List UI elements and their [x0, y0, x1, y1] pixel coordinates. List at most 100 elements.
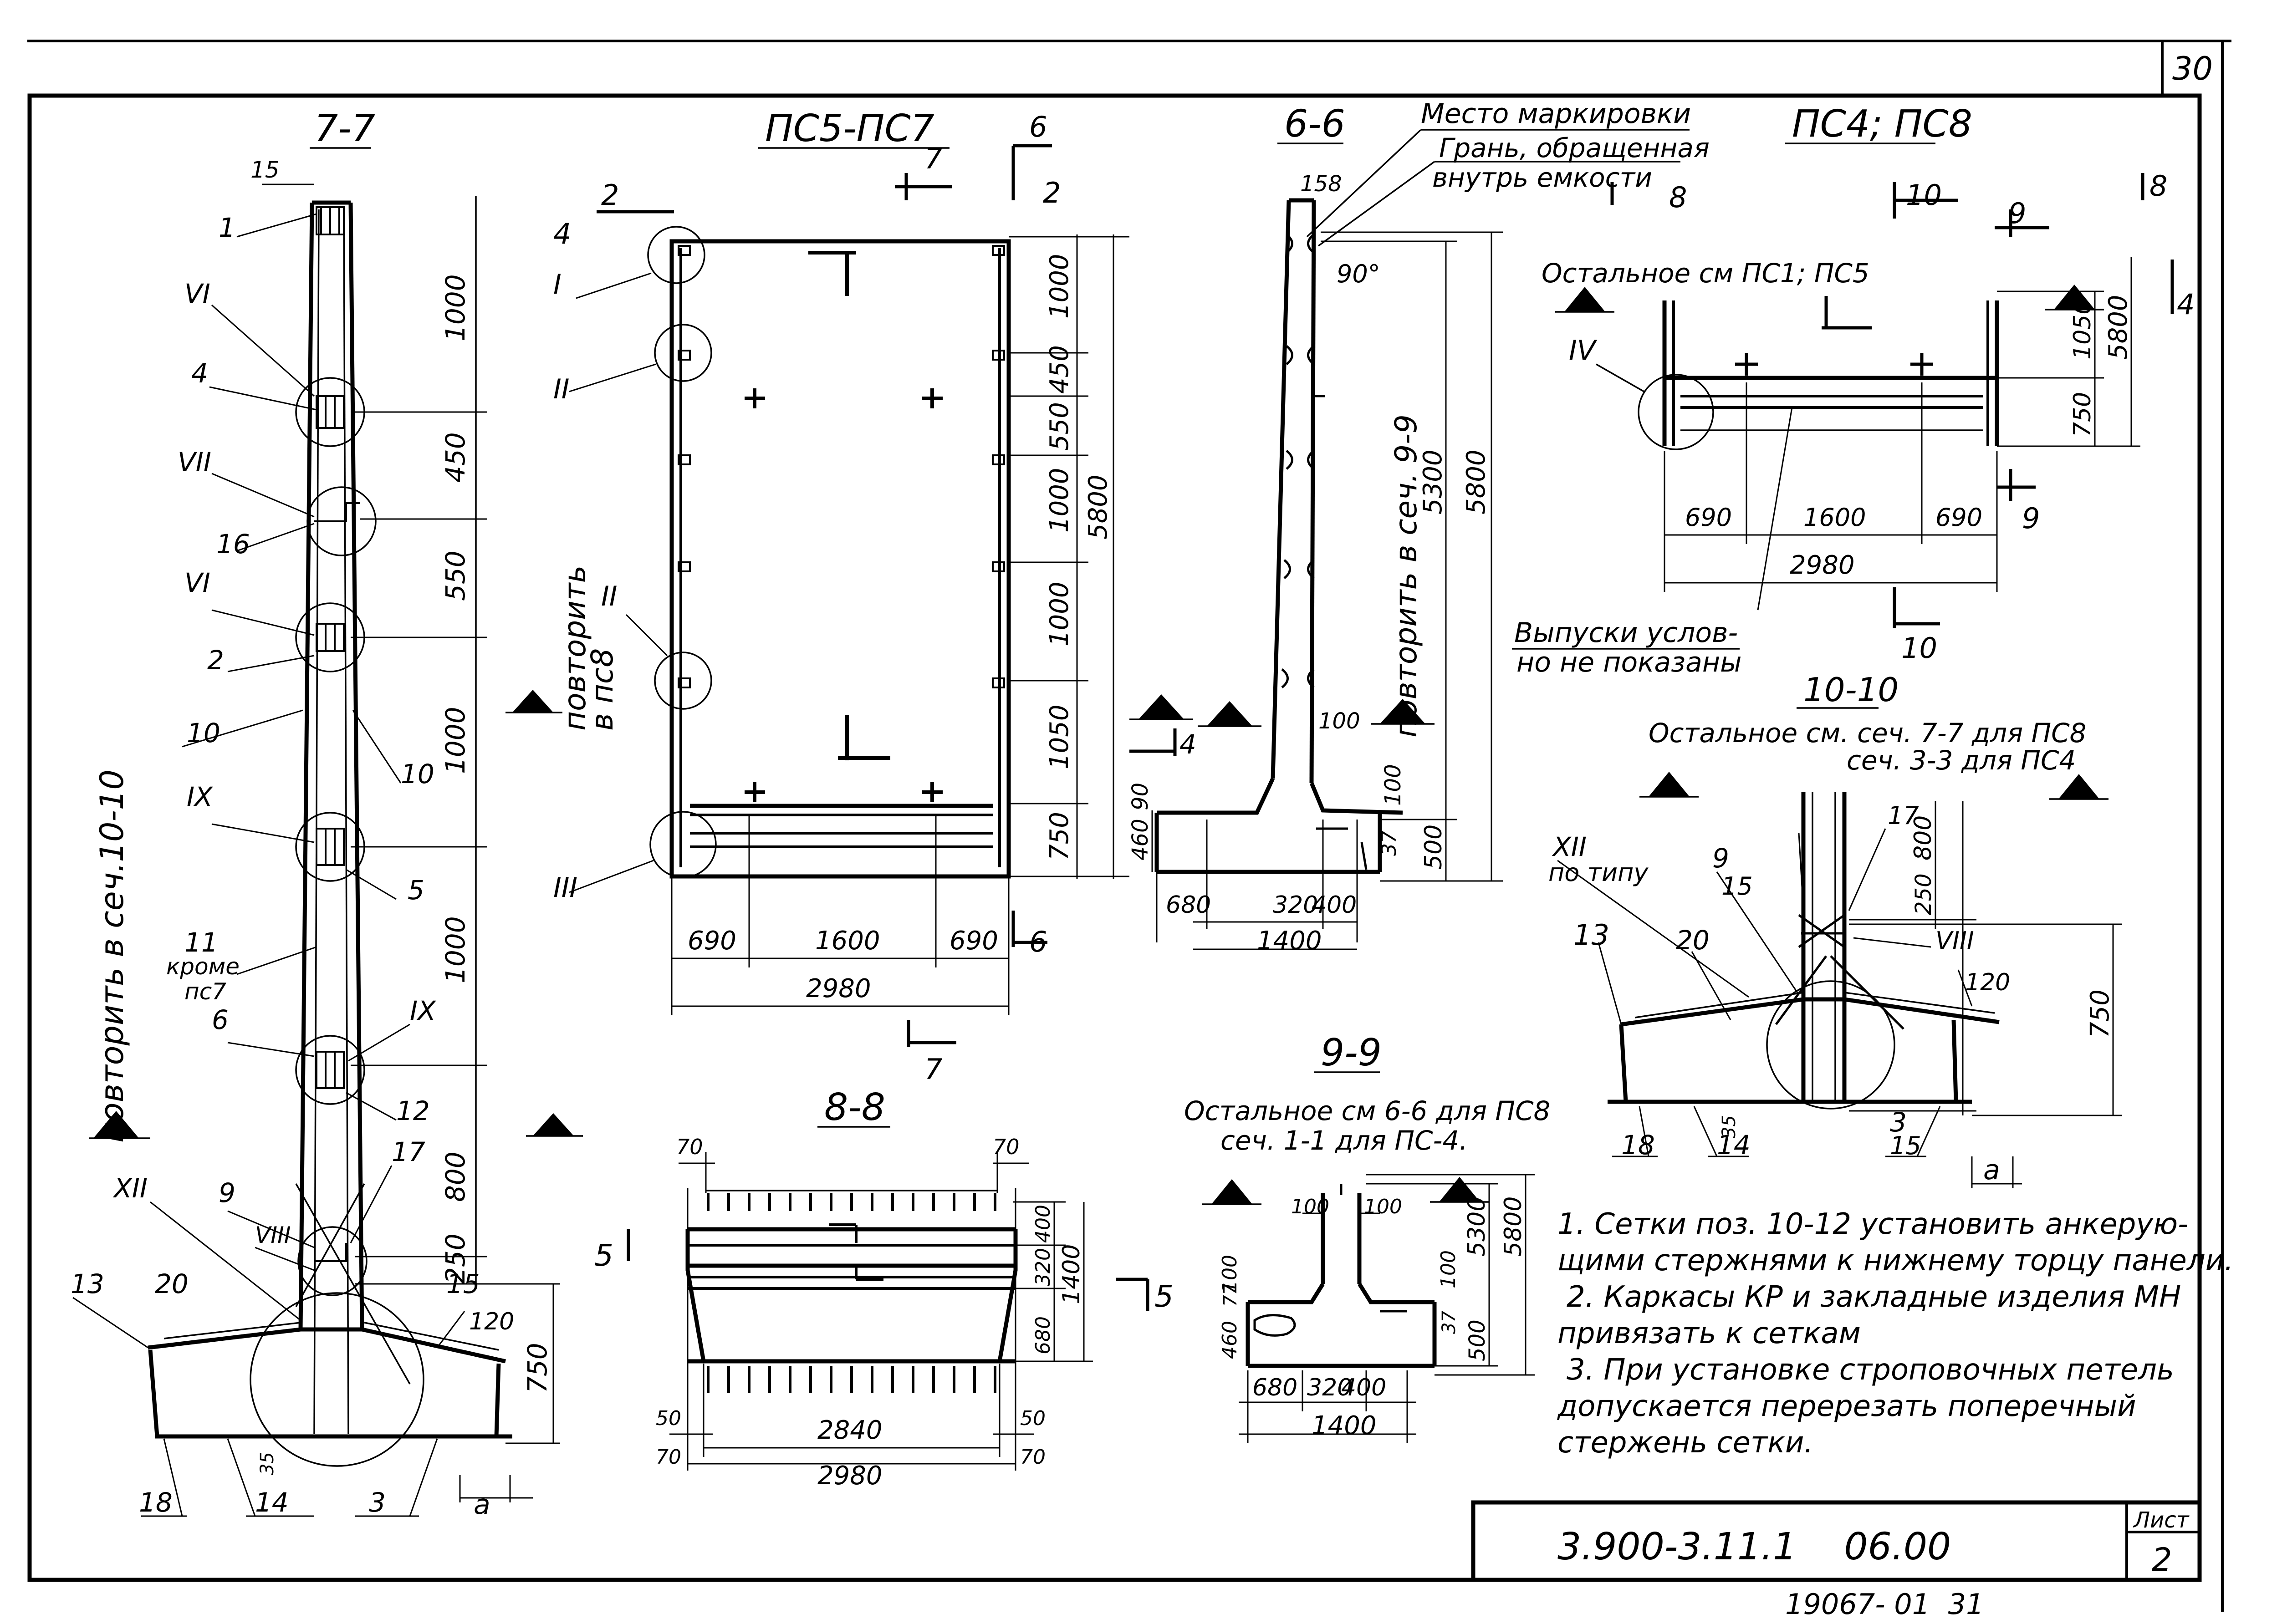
cut-marker: 7 [924, 142, 942, 175]
dim: 1600 [1803, 503, 1866, 532]
label: 120 [1965, 969, 2010, 996]
label: 18 [139, 1487, 173, 1518]
dim: 70 [656, 1446, 681, 1469]
dim: 680 [1252, 1374, 1297, 1401]
general-notes: 1. Сетки поз. 10-12 установить анкерую- … [1557, 1207, 2234, 1460]
dim: 1000 [1045, 468, 1074, 533]
dim: 5300 [1463, 1196, 1491, 1257]
dim: 90 [1128, 783, 1153, 810]
level-mark [1138, 694, 1184, 719]
label: 35 [1719, 1115, 1740, 1138]
dim: 2980 [806, 974, 871, 1003]
dim: 158 [1300, 171, 1342, 197]
dim: 750 [2085, 989, 2115, 1038]
label: 15 [446, 1268, 480, 1299]
detail-marker: IV [1569, 335, 1598, 367]
cut-marker: 5 [1154, 1279, 1174, 1314]
level-mark [1380, 699, 1425, 724]
archive-number: 19067- 01 31 [1785, 1588, 1984, 1621]
dim: 690 [688, 926, 736, 956]
dim: 1050 [1045, 704, 1074, 769]
detail-marker: II [553, 373, 569, 405]
angle-label: 90° [1337, 260, 1380, 288]
dim: 400 [1031, 1205, 1055, 1243]
cut-marker: 4 [553, 217, 571, 250]
label: 120 [469, 1308, 514, 1335]
marking-note-1: Место маркировки [1421, 98, 1691, 130]
section-9-9-note-1: Остальное см 6-6 для ПС8 [1184, 1095, 1550, 1126]
dim: 50 [1020, 1407, 1046, 1430]
level-mark [2058, 774, 2099, 799]
section-6-6-side-note: повторить в сеч. 9-9 [1389, 414, 1424, 738]
dim: 5300 [1418, 449, 1448, 514]
dim: 70 [993, 1135, 1020, 1159]
list-label: Лист [2133, 1507, 2190, 1533]
label: 10 [187, 718, 220, 748]
label: 3 [369, 1487, 386, 1518]
release-note-2: но не показаны [1516, 647, 1741, 678]
label: 15 [1890, 1131, 1921, 1160]
label: 14 [255, 1487, 289, 1518]
dim: 100 [1318, 708, 1360, 734]
label: 10 [401, 759, 434, 789]
label: a [1983, 1154, 2000, 1186]
label: 15 [1721, 872, 1753, 901]
level-mark [93, 1111, 139, 1138]
label: 4 [191, 358, 208, 389]
cut-marker: 2 [601, 178, 619, 212]
level-mark [1649, 772, 1690, 797]
label: 20 [1676, 925, 1710, 956]
dim: 680 [1166, 891, 1211, 919]
dim: 100 [1364, 1195, 1402, 1218]
plan-note: Остальное см ПС1; ПС5 [1542, 258, 1869, 289]
section-10-10: 10-10 Остальное см. сеч. 7-7 для ПС8 сеч… [1548, 671, 2122, 1188]
dim: 1000 [440, 274, 471, 341]
label: VIII [1935, 927, 1974, 955]
dim: 320 [1273, 891, 1318, 919]
dim: 2980 [1790, 550, 1855, 580]
dim: 5800 [1500, 1196, 1527, 1257]
cut-marker: 4 [1179, 729, 1196, 760]
level-mark [1207, 701, 1252, 726]
dim: 100 [1437, 1250, 1460, 1288]
dim: 5800 [2103, 295, 2133, 360]
label: 16 [216, 529, 250, 560]
label: 2 [207, 645, 224, 676]
section-8-8: 8-8 [594, 1086, 1174, 1491]
marking-note-2: Грань, обращенная [1439, 132, 1710, 163]
dim: 250 [1911, 873, 1936, 915]
cut-marker: 9 [2008, 197, 2026, 230]
dim: 37 [1439, 1311, 1460, 1334]
label: 14 [1717, 1130, 1751, 1161]
level-mark [512, 690, 553, 713]
label: 6 [212, 1004, 229, 1035]
designation: 3.900-3.11.1 06.00 [1557, 1525, 1951, 1568]
dim: 37 [1378, 830, 1401, 856]
cut-marker: 2 [1043, 176, 1061, 209]
dim: 50 [656, 1407, 681, 1430]
plan-ps4-ps8: ПС4; ПС8 Остальное см ПС1; ПС5 IV [1512, 102, 2195, 678]
section-9-9: 9-9 Остальное см 6-6 для ПС8 сеч. 1-1 дл… [1184, 1031, 1550, 1443]
dim: 450 [1045, 345, 1074, 394]
label: IX [410, 995, 436, 1026]
note-line: привязать к сеткам [1557, 1317, 1861, 1350]
note-line: 2. Каркасы КР и закладные изделия МН [1567, 1280, 2181, 1314]
note-line: 3. При установке строповочных петель [1567, 1353, 2174, 1387]
label: 5 [408, 875, 424, 906]
label: 3 [1890, 1107, 1907, 1138]
dim: 2840 [817, 1415, 883, 1445]
cut-marker: 10 [1901, 631, 1937, 665]
section-8-8-title: 8-8 [824, 1086, 885, 1129]
dim: 5800 [1083, 474, 1113, 540]
label: 15 [250, 157, 280, 183]
cut-marker: 10 [1906, 178, 1942, 212]
label: кроме [166, 953, 240, 980]
dim: 690 [1685, 503, 1732, 532]
cut-marker: 6 [1029, 925, 1047, 958]
level-mark [1211, 1179, 1252, 1204]
label: VIII [255, 1222, 291, 1248]
label: по типу [1548, 858, 1649, 887]
section-7-7-side-note: повторить в сеч.10-10 [93, 769, 131, 1143]
dim: 70 [1020, 1446, 1046, 1469]
